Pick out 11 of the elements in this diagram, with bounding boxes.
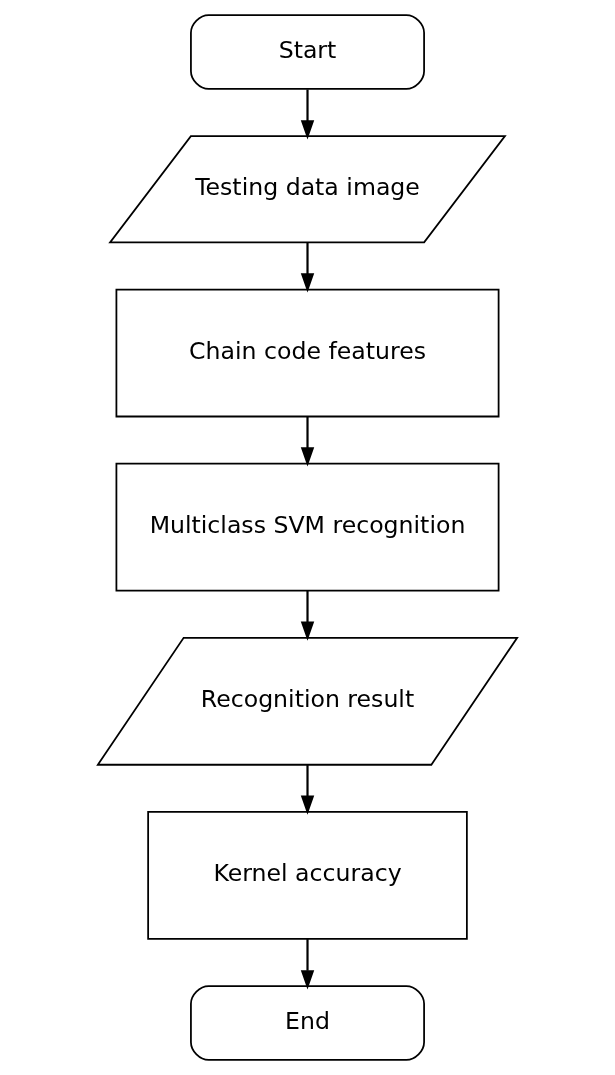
arrow (300, 765, 315, 815)
arrow (300, 416, 315, 467)
arrow (300, 89, 315, 140)
node-box: Kernel accuracy (147, 811, 468, 940)
arrow (300, 242, 315, 293)
arrow (300, 590, 315, 641)
node-box: Chain code features (115, 288, 500, 418)
node-box: Start (190, 14, 425, 90)
node-box: Multiclass SVM recognition (115, 462, 500, 592)
arrow (300, 939, 315, 990)
node-box: End (190, 985, 425, 1061)
